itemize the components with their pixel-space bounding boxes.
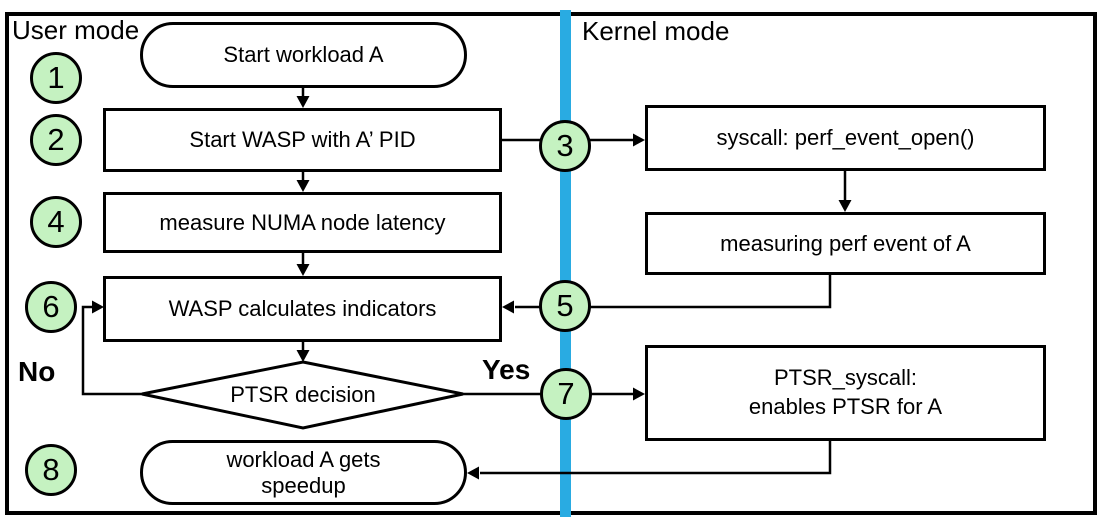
node-syscall-perf-event-open: syscall: perf_event_open() xyxy=(645,105,1046,171)
step-circle-3: 3 xyxy=(539,120,591,172)
step-circle-6-number: 6 xyxy=(42,289,60,324)
node-workload-speedup: workload A gets speedup xyxy=(140,440,467,505)
user-mode-label: User mode xyxy=(12,15,140,45)
branch-yes-label: Yes xyxy=(482,354,531,385)
branch-no-label: No xyxy=(18,356,56,387)
node-workload-speedup-line2: speedup xyxy=(261,472,346,498)
step-circle-8: 8 xyxy=(25,444,77,496)
node-ptsr-syscall-line1: PTSR_syscall: xyxy=(773,365,918,391)
node-measure-numa-latency-label: measure NUMA node latency xyxy=(159,209,446,235)
step-circle-7-number: 7 xyxy=(557,376,575,411)
outer-border xyxy=(5,12,1097,515)
node-wasp-calculates-indicators-label: WASP calculates indicators xyxy=(168,296,437,322)
node-measuring-perf-event: measuring perf event of A xyxy=(645,212,1046,275)
node-start-workload-label: Start workload A xyxy=(223,42,384,68)
node-ptsr-syscall: PTSR_syscall: enables PTSR for A xyxy=(645,345,1046,441)
node-wasp-calculates-indicators: WASP calculates indicators xyxy=(103,276,502,342)
node-ptsr-decision-label: PTSR decision xyxy=(230,382,376,407)
mode-divider-line xyxy=(560,10,571,517)
step-circle-4-number: 4 xyxy=(47,204,65,239)
node-start-workload: Start workload A xyxy=(140,22,467,88)
step-circle-5-number: 5 xyxy=(556,288,574,323)
step-circle-7: 7 xyxy=(540,368,592,420)
step-circle-3-number: 3 xyxy=(556,128,574,163)
step-circle-1: 1 xyxy=(30,52,82,104)
step-circle-1-number: 1 xyxy=(47,60,65,95)
step-circle-5: 5 xyxy=(539,280,591,332)
node-syscall-perf-event-open-label: syscall: perf_event_open() xyxy=(716,125,975,151)
kernel-mode-label: Kernel mode xyxy=(582,16,730,46)
node-ptsr-syscall-line2: enables PTSR for A xyxy=(748,394,943,419)
step-circle-2: 2 xyxy=(30,114,82,166)
step-circle-2-number: 2 xyxy=(47,122,65,157)
step-circle-4: 4 xyxy=(30,196,82,248)
decision-diamond-shape xyxy=(141,360,464,430)
node-workload-speedup-line1: workload A gets xyxy=(226,447,381,473)
step-circle-6: 6 xyxy=(25,281,77,333)
step-circle-8-number: 8 xyxy=(42,452,60,487)
node-start-wasp: Start WASP with A’ PID xyxy=(103,108,502,172)
node-measuring-perf-event-label: measuring perf event of A xyxy=(720,230,971,256)
node-start-wasp-label: Start WASP with A’ PID xyxy=(189,127,416,153)
node-measure-numa-latency: measure NUMA node latency xyxy=(103,192,502,253)
